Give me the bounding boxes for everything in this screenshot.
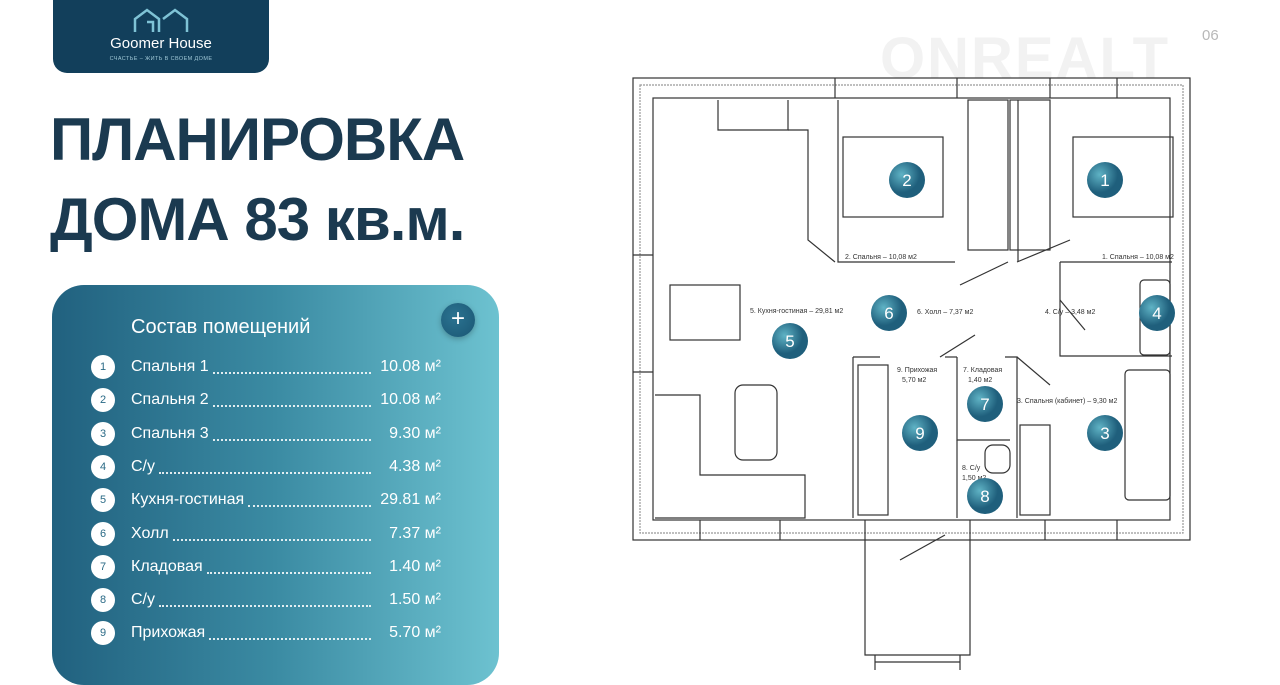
plan-room-label: 2. Спальня – 10,08 м2 [845,254,917,261]
room-number-badge: 6 [91,521,115,546]
room-number-badge: 7 [91,554,115,579]
room-number-badge: 9 [91,621,115,646]
room-list-item: 6 Холл 7.37 м² [91,521,441,546]
plan-room-label: 4. С/у – 3,48 м2 [1045,309,1095,316]
room-name: С/у [131,591,155,609]
rooms-heading: Состав помещений [131,316,311,338]
room-marker-number: 5 [785,332,794,351]
plan-room-label: 8. С/у [962,465,981,472]
room-area: 7.37 м² [389,524,441,542]
room-marker-number: 9 [915,424,924,443]
walls [632,77,1191,670]
room-list-item: 5 Кухня-гостиная 29.81 м² [91,488,441,513]
room-area: 29.81 м² [380,491,441,509]
dot-leader [212,393,371,408]
room-name: Кладовая [131,557,203,575]
room-list-item: 1 Спальня 1 10.08 м² [91,355,441,379]
room-marker: 7 [967,386,1003,422]
room-marker: 2 [889,162,925,198]
room-marker-number: 2 [902,171,911,190]
room-marker: 3 [1087,415,1123,451]
room-list-item: 8 С/у 1.50 м² [91,588,441,613]
plan-room-label: 1,40 м2 [968,377,992,384]
room-list-item: 7 Кладовая 1.40 м² [91,554,441,579]
plan-room-label: 5. Кухня-гостиная – 29,81 м2 [750,308,843,315]
room-number-badge: 1 [91,355,115,379]
room-area: 1.50 м² [389,591,441,609]
page-title-line1: ПЛАНИРОВКА [50,106,465,173]
room-list-item: 3 Спальня 3 9.30 м² [91,421,441,446]
watermark: ONREALT [880,26,1171,91]
room-number-badge: 4 [91,454,115,479]
room-marker: 5 [772,323,808,359]
plan-room-label: 9. Прихожая [897,367,937,374]
room-number-badge: 3 [91,421,115,446]
brand-name: Goomer House [110,35,212,52]
room-area: 10.08 м² [380,358,441,375]
dot-leader [159,593,371,608]
room-name: Прихожая [131,624,206,642]
plan-room-label: 5,70 м2 [902,377,926,384]
page-title-line2: ДОМА 83 кв.м. [50,186,465,253]
room-marker-number: 6 [884,304,893,323]
room-marker-number: 8 [980,487,989,506]
room-marker: 8 [967,478,1003,514]
plan-room-label: 7. Кладовая [963,367,1002,374]
room-list-item: 4 С/у 4.38 м² [91,454,441,479]
room-name: С/у [131,457,155,475]
dot-leader [212,427,371,441]
dot-leader [248,493,371,508]
room-name: Спальня 3 [131,424,209,442]
plan-room-label: 6. Холл – 7,37 м2 [917,309,973,316]
room-number-badge: 5 [91,488,115,513]
room-area: 9.30 м² [389,424,441,442]
room-marker-number: 4 [1152,304,1161,323]
room-marker-number: 3 [1100,424,1109,443]
room-name: Спальня 1 [131,358,209,375]
room-area: 5.70 м² [389,624,441,642]
plan-room-label: 3. Спальня (кабинет) – 9,30 м2 [1017,397,1117,405]
dot-leader [212,360,371,374]
dot-leader [172,527,371,541]
room-list-item: 2 Спальня 2 10.08 м² [91,388,441,413]
room-name: Спальня 2 [131,391,209,409]
room-marker: 6 [871,295,907,331]
room-marker-number: 7 [980,395,989,414]
room-number-badge: 8 [91,588,115,613]
room-name: Холл [131,524,169,542]
page-number: 06 [1202,27,1219,44]
room-marker: 1 [1087,162,1123,198]
room-name: Кухня-гостиная [131,491,245,509]
room-marker-number: 1 [1100,171,1109,190]
room-area: 4.38 м² [389,457,441,475]
dot-leader [206,560,371,574]
dot-leader [159,460,371,474]
brand-logo[interactable]: Goomer House СЧАСТЬЕ – ЖИТЬ В СВОЕМ ДОМЕ [53,0,269,73]
room-marker: 9 [902,415,938,451]
room-area: 1.40 м² [389,557,441,575]
floor-plan: 1. Спальня – 10,08 м2 2. Спальня – 10,08 … [632,77,1191,670]
room-marker: 4 [1139,295,1175,331]
room-number-badge: 2 [91,388,115,413]
plan-room-label: 1. Спальня – 10,08 м2 [1102,254,1174,261]
room-area: 10.08 м² [380,391,441,409]
plan-room-label: 1,50 м2 [962,475,986,482]
dot-leader [209,626,371,641]
expand-button[interactable]: + [441,303,475,337]
room-list-item: 9 Прихожая 5.70 м² [91,621,441,646]
house-logo-icon [133,8,189,32]
brand-tagline: СЧАСТЬЕ – ЖИТЬ В СВОЕМ ДОМЕ [109,56,213,62]
